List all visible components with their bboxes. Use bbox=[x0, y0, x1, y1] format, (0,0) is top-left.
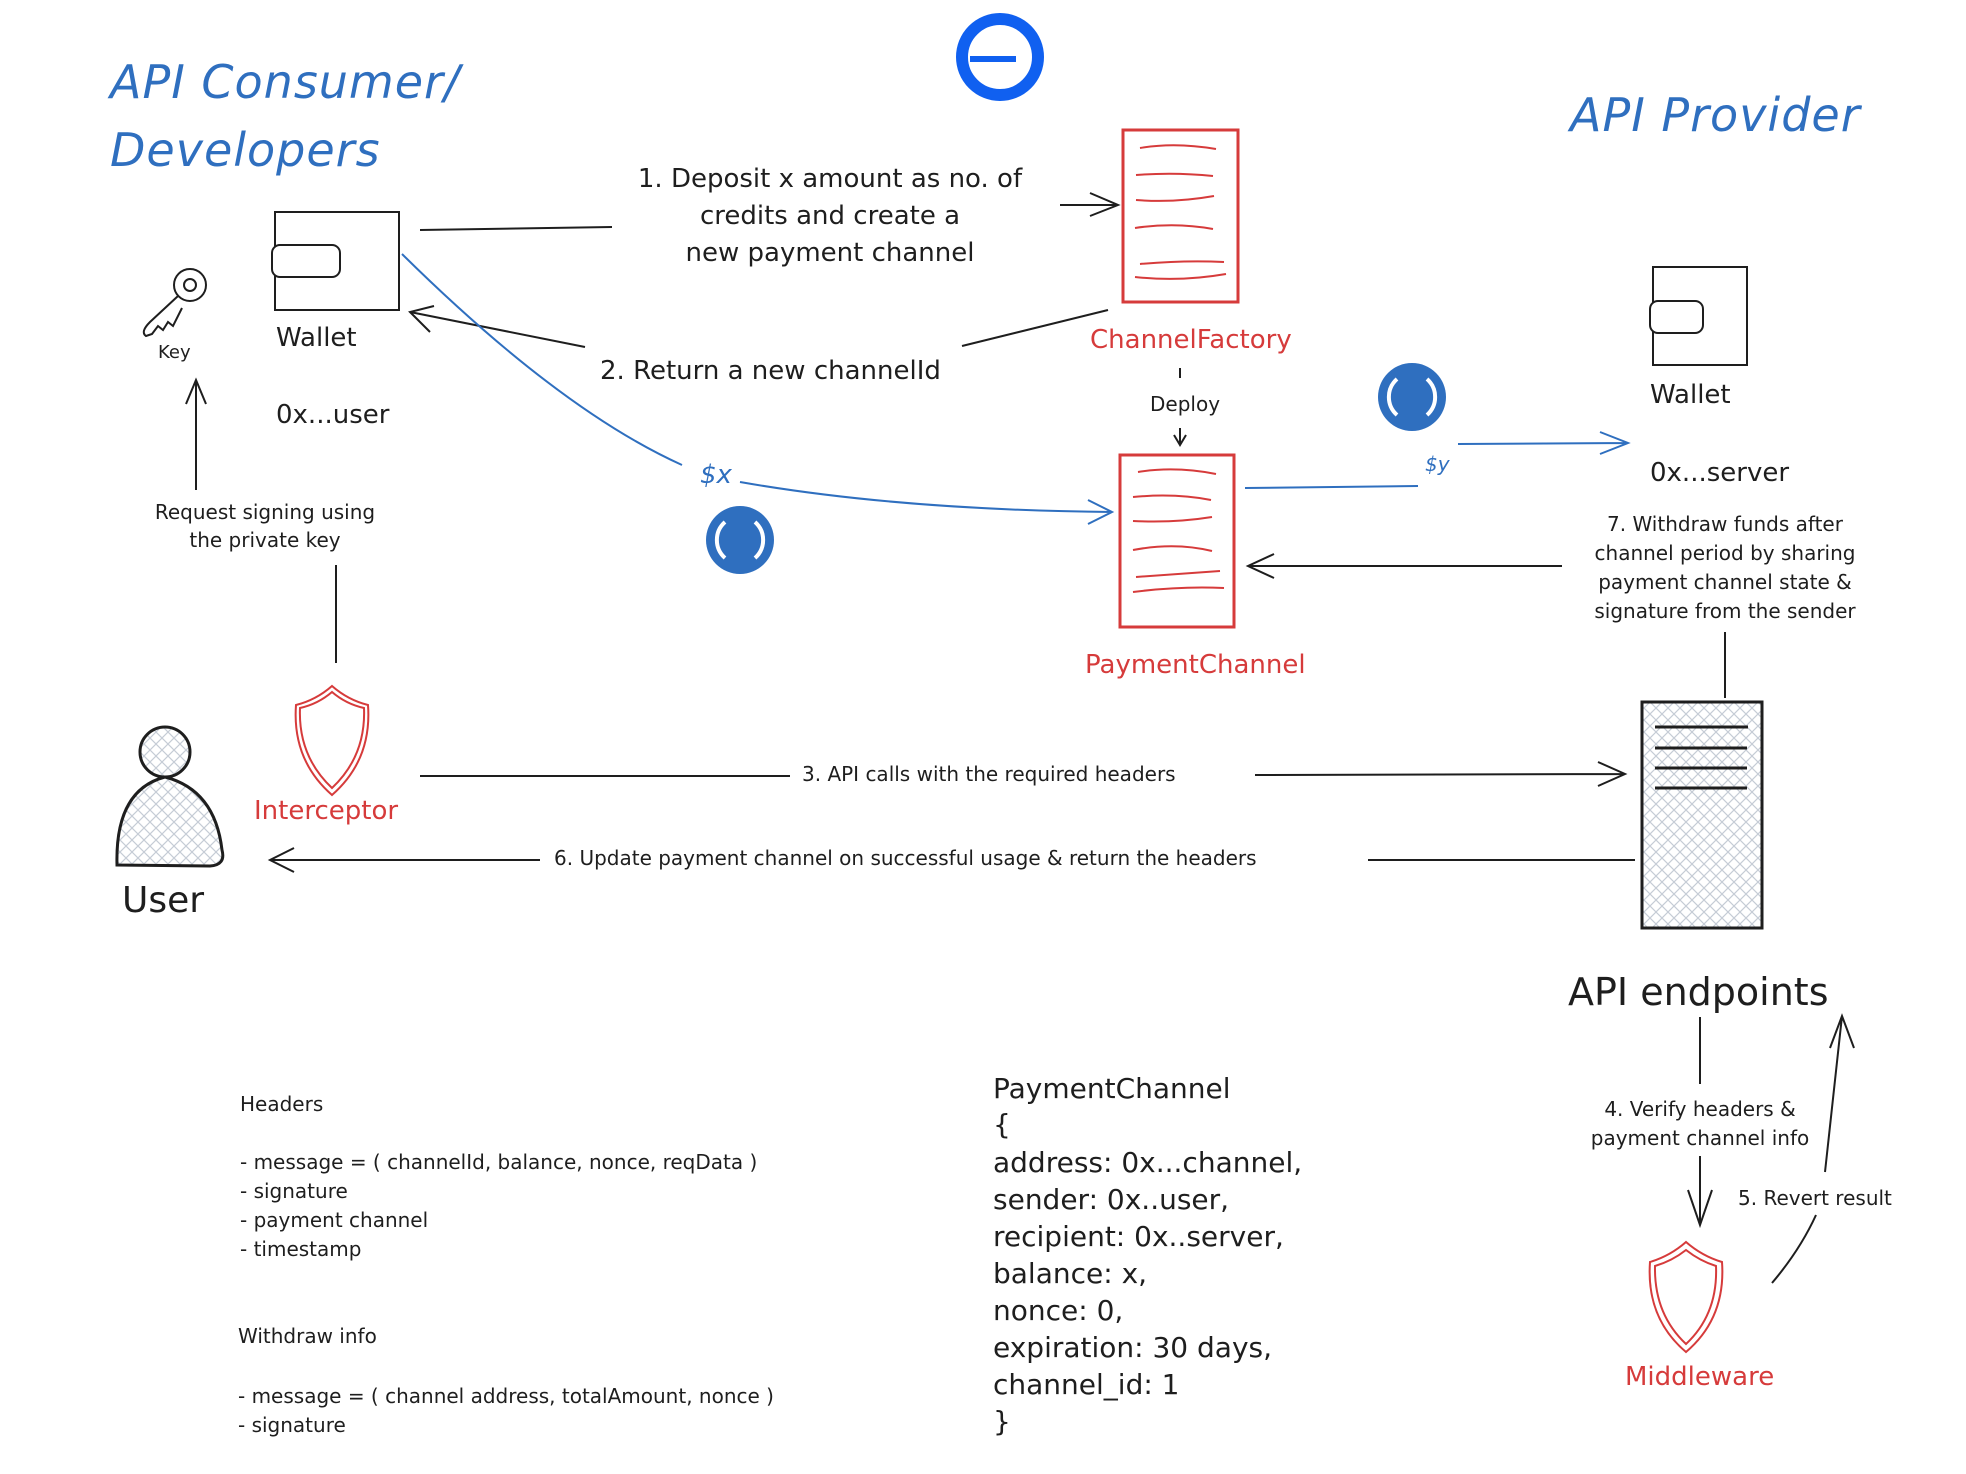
consumer-wallet-icon[interactable] bbox=[271, 211, 400, 311]
step1-label-line1: 1. Deposit x amount as no. of bbox=[637, 164, 1023, 194]
struct-field: channel_id: 1 bbox=[993, 1368, 1180, 1401]
user-label: User bbox=[122, 880, 205, 921]
provider-wallet-label: Wallet bbox=[1650, 380, 1731, 410]
provider-wallet-address: 0x...server bbox=[1650, 458, 1790, 488]
consumer-wallet-address: 0x...user bbox=[276, 400, 390, 430]
step3-edge bbox=[420, 761, 1628, 787]
step7-edge bbox=[1245, 553, 1726, 698]
headers-note-item: - signature bbox=[240, 1179, 348, 1203]
middleware-label: Middleware bbox=[1625, 1362, 1775, 1392]
step2-edge bbox=[961, 309, 1109, 347]
headers-note-item: - message = ( channelId, balance, nonce,… bbox=[240, 1150, 758, 1174]
theta-circle-logo-icon bbox=[956, 13, 1044, 101]
key-icon bbox=[142, 268, 207, 338]
struct-close-brace: } bbox=[993, 1405, 1011, 1438]
channel-factory-contract-icon[interactable] bbox=[1121, 128, 1240, 304]
request-signing-label-line2: the private key bbox=[189, 528, 341, 552]
step1-arrow bbox=[1060, 192, 1121, 217]
step1-label-line2: credits and create a bbox=[699, 201, 961, 231]
interceptor-label: Interceptor bbox=[254, 796, 399, 826]
key-label: Key bbox=[158, 342, 191, 363]
usdc-coin-icon-right bbox=[1378, 363, 1446, 431]
step1-label-line3: new payment channel bbox=[685, 238, 975, 268]
struct-field: sender: 0x..user, bbox=[993, 1183, 1230, 1216]
deposit-x-flow bbox=[401, 253, 1115, 525]
channel-factory-label: ChannelFactory bbox=[1090, 325, 1292, 355]
user-icon[interactable] bbox=[115, 725, 225, 868]
step7-label-line2: channel period by sharing bbox=[1594, 541, 1856, 565]
amount-y-label: $y bbox=[1425, 452, 1450, 476]
withdraw-y-flow bbox=[1244, 431, 1631, 489]
step4-label-line1: 4. Verify headers & bbox=[1604, 1097, 1796, 1121]
step6-edge bbox=[267, 847, 1635, 873]
withdraw-note-item: - signature bbox=[238, 1413, 346, 1437]
struct-title: PaymentChannel bbox=[993, 1072, 1231, 1105]
provider-wallet-icon[interactable] bbox=[1649, 266, 1748, 366]
deploy-edge bbox=[1173, 368, 1187, 447]
step4-edge bbox=[1687, 1017, 1713, 1229]
api-endpoints-server-icon[interactable] bbox=[1640, 700, 1764, 930]
step1-edge bbox=[419, 226, 613, 231]
request-signing-label-line1: Request signing using bbox=[154, 500, 376, 524]
step7-label-line4: signature from the sender bbox=[1594, 599, 1856, 623]
step4-label-line2: payment channel info bbox=[1590, 1126, 1810, 1150]
headers-note-title: Headers bbox=[240, 1092, 324, 1116]
step2-label: 2. Return a new channelId bbox=[600, 356, 941, 386]
consumer-wallet-label: Wallet bbox=[276, 323, 357, 353]
interceptor-shield-icon[interactable] bbox=[294, 684, 370, 797]
provider-section-title: API Provider bbox=[1570, 88, 1861, 142]
struct-field: address: 0x...channel, bbox=[993, 1146, 1303, 1179]
headers-note-item: - payment channel bbox=[240, 1208, 429, 1232]
key-arrow bbox=[185, 377, 207, 490]
step7-label-line1: 7. Withdraw funds after bbox=[1607, 512, 1843, 536]
usdc-coin-icon-left bbox=[706, 506, 774, 574]
struct-field: balance: x, bbox=[993, 1257, 1148, 1290]
deploy-label: Deploy bbox=[1150, 392, 1221, 416]
amount-x-label: $x bbox=[700, 460, 732, 490]
step5-edge bbox=[1771, 1013, 1855, 1284]
headers-note-item: - timestamp bbox=[240, 1237, 362, 1261]
step5-label: 5. Revert result bbox=[1738, 1186, 1892, 1210]
middleware-shield-icon[interactable] bbox=[1648, 1240, 1724, 1354]
struct-field: expiration: 30 days, bbox=[993, 1331, 1273, 1364]
withdraw-note-title: Withdraw info bbox=[238, 1324, 377, 1348]
withdraw-note-item: - message = ( channel address, totalAmou… bbox=[238, 1384, 774, 1408]
step7-label-line3: payment channel state & bbox=[1598, 570, 1852, 594]
step2-arrow bbox=[408, 305, 586, 348]
struct-field: nonce: 0, bbox=[993, 1294, 1124, 1327]
payment-channel-contract-icon[interactable] bbox=[1118, 453, 1236, 629]
step6-label: 6. Update payment channel on successful … bbox=[548, 846, 1263, 870]
struct-field: recipient: 0x..server, bbox=[993, 1220, 1284, 1253]
payment-channel-label: PaymentChannel bbox=[1085, 650, 1306, 680]
api-endpoints-label: API endpoints bbox=[1568, 970, 1829, 1014]
struct-open-brace: { bbox=[993, 1108, 1011, 1141]
step3-label: 3. API calls with the required headers bbox=[796, 762, 1182, 786]
consumer-section-title: API Consumer/ bbox=[110, 55, 461, 109]
consumer-section-title-line2: Developers bbox=[110, 123, 381, 177]
